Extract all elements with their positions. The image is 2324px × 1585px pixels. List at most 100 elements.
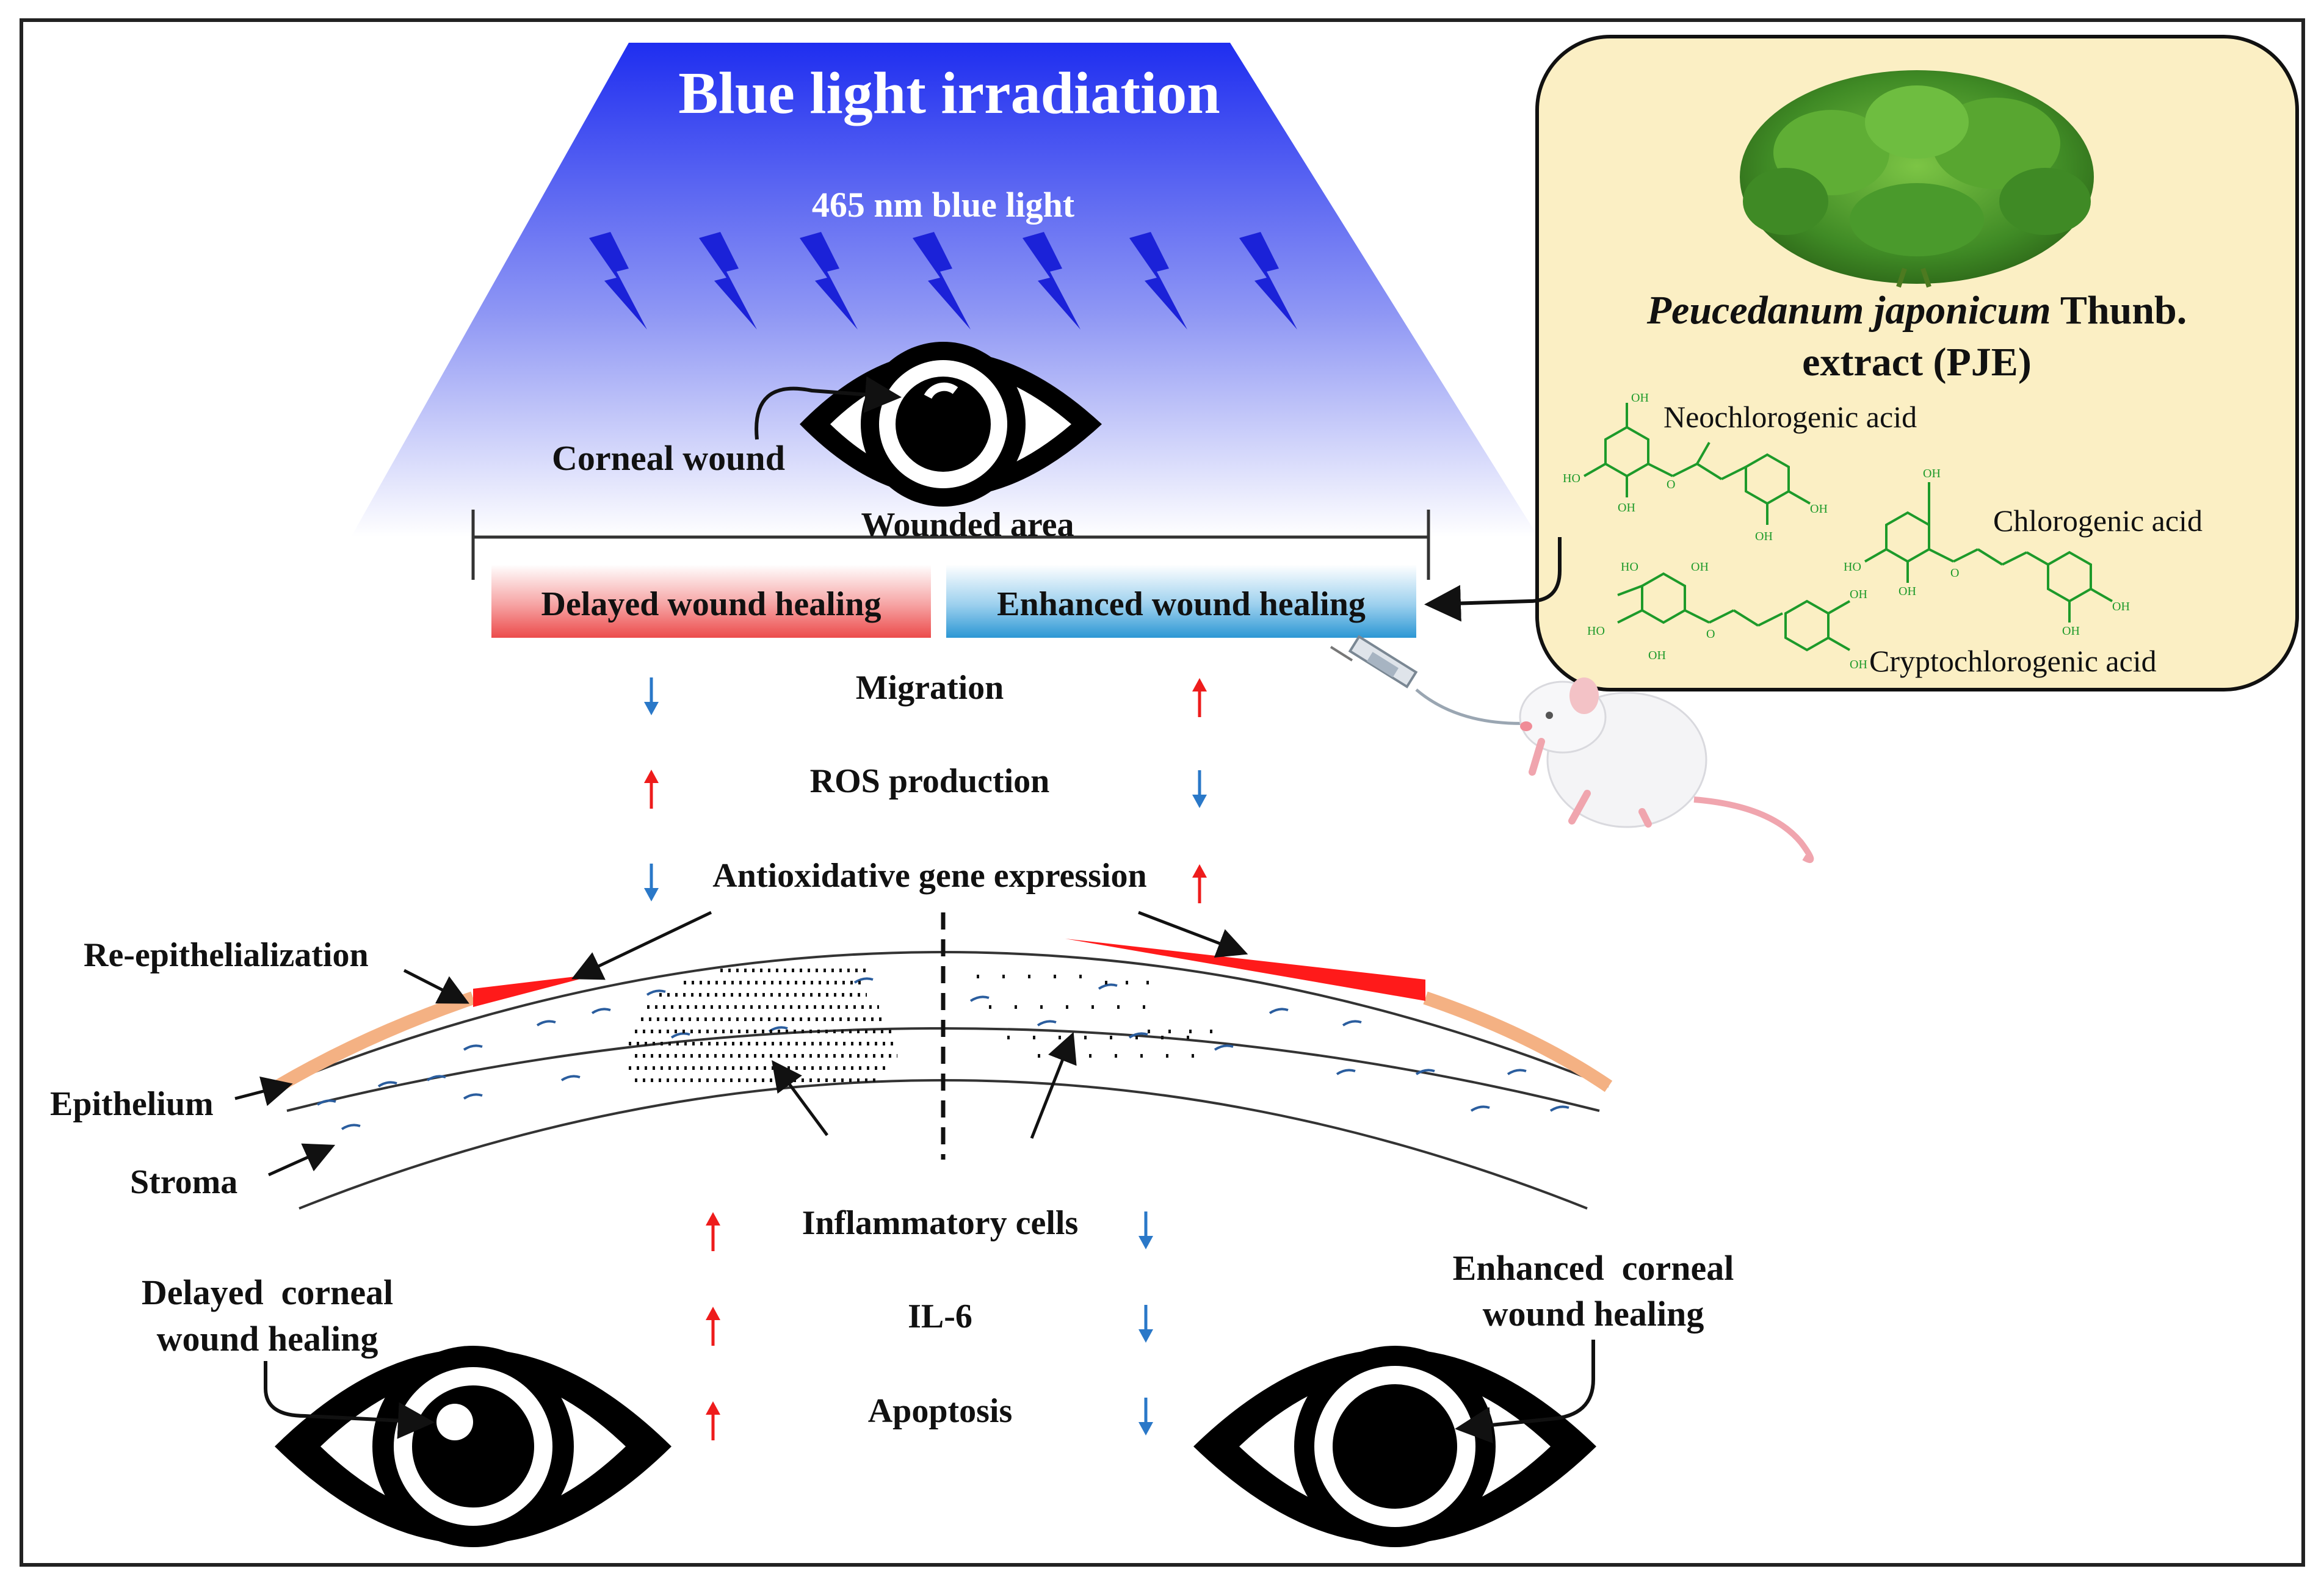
wounded-eye-icon: [800, 342, 1102, 507]
enhanced-healing-label: Enhanced wound healing: [997, 585, 1366, 623]
up-arrow-icon: [644, 770, 659, 809]
marker-inflammatory-cells: Inflammatory cells: [802, 1204, 1079, 1242]
figure-border: [20, 18, 2305, 1567]
delayed-outcome-arrow: [264, 1361, 435, 1439]
corneal-wound-arrow: [755, 376, 902, 440]
atom-label: OH: [1850, 588, 1867, 601]
compound-label-cryptochlorogenic: Cryptochlorogenic acid: [1869, 644, 2157, 678]
atom-label: OH: [1631, 391, 1649, 405]
delayed-healing-label: Delayed wound healing: [541, 585, 881, 623]
enhanced-outcome-line2: wound healing: [1483, 1294, 1704, 1334]
inflammatory-arrow-left: [772, 1060, 829, 1136]
enhanced-outcome-line1: Enhanced corneal: [1453, 1248, 1734, 1288]
lightning-bolt-icon: [589, 232, 647, 330]
lightning-bolt-icon: [1023, 232, 1081, 330]
atom-label: OH: [1618, 501, 1635, 514]
up-arrow-icon: [1192, 678, 1207, 717]
marker-il-6: IL-6: [908, 1298, 972, 1335]
enhanced-healing-bar: [946, 565, 1416, 638]
neochlorogenic-acid-structure: [1584, 403, 1811, 525]
lightning-bolt-icon: [1129, 232, 1187, 330]
pje-treatment-arrow: [1424, 537, 1562, 622]
marker-ros-production: ROS production: [810, 762, 1050, 800]
plant-species-author: Thunb.: [2051, 288, 2187, 333]
cryptochlorogenic-acid-structure: [1617, 572, 1850, 652]
atom-label: O: [1706, 627, 1715, 641]
cryptochlorogenic-acid-atoms: HO OH HO OH O OH OH: [1587, 560, 1867, 671]
enhanced-healing-eye-icon: [1193, 1346, 1596, 1547]
lightning-bolt-icon: [913, 232, 971, 330]
down-arrow-icon: [644, 677, 659, 715]
chlorogenic-acid-structure: [1864, 482, 2113, 623]
up-arrow-icon: [1192, 864, 1207, 903]
down-arrow-icon: [1138, 1211, 1153, 1249]
delayed-outcome-line2: wound healing: [157, 1319, 378, 1359]
atom-label: OH: [1648, 649, 1666, 662]
atom-label: OH: [1899, 585, 1916, 598]
wounded-area-bracket: [471, 510, 1430, 580]
compound-label-neochlorogenic: Neochlorogenic acid: [1663, 400, 1917, 434]
cornea-mid-curve: [286, 1027, 1600, 1112]
down-arrow-icon: [1138, 1305, 1153, 1343]
re-epithelialization-arrow-left: [403, 969, 469, 1004]
top-markers: Migration ROS production Antioxidative g…: [644, 669, 1207, 903]
mouse-icon: [1519, 677, 1814, 863]
stroma-label: Stroma: [130, 1163, 237, 1201]
up-arrow-icon: [706, 1212, 720, 1251]
compound-label-chlorogenic: Chlorogenic acid: [1993, 504, 2203, 538]
epithelium-left: [274, 991, 476, 1092]
inflammatory-arrow-right: [1030, 1031, 1077, 1139]
epithelium-right: [1423, 991, 1613, 1092]
atom-label: O: [1667, 478, 1675, 491]
atom-label: HO: [1621, 560, 1638, 574]
stroma-keratocytes: [316, 977, 1569, 1130]
plant-species-name: Peucedanum japonicum: [1646, 288, 2051, 333]
blue-light-title: Blue light irradiation: [678, 60, 1220, 126]
atom-label: OH: [1810, 502, 1828, 516]
enhanced-outcome-arrow: [1455, 1340, 1595, 1443]
atom-label: OH: [1755, 530, 1773, 543]
bottom-markers: Inflammatory cells IL-6 Apoptosis: [706, 1204, 1153, 1440]
down-arrow-icon: [1192, 770, 1207, 808]
marker-apoptosis: Apoptosis: [868, 1392, 1013, 1430]
atom-label: OH: [1691, 560, 1709, 574]
lightning-bolt-icon: [800, 232, 858, 330]
lightning-bolts: [589, 232, 1297, 330]
atom-label: OH: [1923, 467, 1941, 480]
plant-title-line2: extract (PJE): [1802, 340, 2032, 385]
marker-antioxidative-gene-expression: Antioxidative gene expression: [712, 857, 1146, 895]
re-epithelialization-left: [473, 973, 601, 1007]
marker-migration: Migration: [856, 669, 1004, 707]
atom-label: HO: [1587, 624, 1605, 638]
down-arrow-icon: [1138, 1398, 1153, 1435]
atom-label: O: [1950, 566, 1959, 580]
atom-label: OH: [2062, 624, 2080, 638]
atom-label: HO: [1844, 560, 1861, 574]
epithelium-arrow: [234, 1076, 293, 1107]
atom-label: OH: [2112, 600, 2130, 613]
syringe-icon: [1330, 635, 1533, 725]
lightning-bolt-icon: [699, 232, 757, 330]
re-epithelialization-label: Re-epithelialization: [84, 936, 369, 974]
delayed-healing-bar: [491, 565, 931, 638]
lightning-bolt-icon: [1239, 232, 1297, 330]
up-arrow-icon: [706, 1307, 720, 1346]
delayed-outcome-line1: Delayed corneal: [142, 1273, 393, 1312]
delayed-healing-eye-icon: [275, 1346, 671, 1547]
corneal-wound-label: Corneal wound: [552, 438, 785, 478]
plant-image: [1740, 70, 2094, 288]
wounded-area-label: Wounded area: [861, 506, 1074, 544]
down-arrow-icon: [644, 864, 659, 901]
stroma-arrow: [267, 1143, 336, 1177]
re-epithelialization-arrow-right: [1138, 911, 1248, 958]
plant-panel-box: [1535, 35, 2299, 691]
neochlorogenic-acid-atoms: OH HO OH O OH OH: [1563, 391, 1828, 543]
wavelength-label: 465 nm blue light: [812, 185, 1075, 225]
re-epithelialization-right: [1065, 939, 1425, 1001]
up-arrow-icon: [706, 1401, 720, 1440]
chlorogenic-acid-atoms: OH HO OH O OH OH: [1844, 467, 2130, 638]
re-epithelialization-arrow-mid: [571, 911, 712, 980]
epithelium-label: Epithelium: [50, 1085, 214, 1123]
inflammatory-cells-left: [629, 969, 897, 1082]
